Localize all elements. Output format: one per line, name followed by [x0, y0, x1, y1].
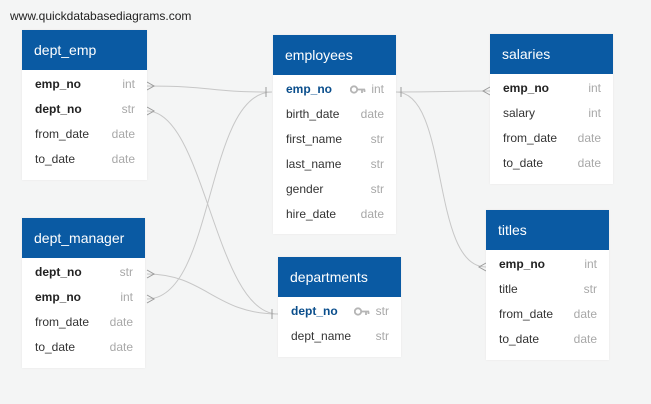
field-name: emp_no [286, 82, 333, 96]
table-title[interactable]: dept_emp [22, 30, 147, 70]
field-row[interactable]: salary int [490, 101, 613, 126]
link-dept-emp-employees [146, 85, 273, 93]
field-row[interactable]: dept_no str [278, 299, 401, 324]
field-name: last_name [286, 157, 342, 171]
field-type: date [360, 107, 384, 121]
field-type: str [375, 329, 389, 343]
field-type: date [573, 332, 597, 346]
field-row[interactable]: emp_no int [22, 285, 145, 310]
field-name: dept_no [35, 102, 82, 116]
field-name: emp_no [35, 77, 82, 91]
field-name: title [499, 282, 518, 296]
field-row[interactable]: dept_no str [22, 97, 147, 122]
crowfoot-dept-manager-dept [146, 269, 156, 279]
field-row[interactable]: from_date date [22, 122, 147, 147]
field-row[interactable]: dept_name str [278, 324, 401, 349]
field-name: from_date [35, 127, 90, 141]
field-row[interactable]: to_date date [490, 151, 613, 176]
field-name: to_date [499, 332, 540, 346]
field-row[interactable]: emp_no int [22, 72, 147, 97]
field-type: date [111, 152, 135, 166]
field-type: int [122, 77, 135, 91]
field-type: str [119, 265, 133, 279]
field-name: from_date [499, 307, 554, 321]
link-titles-employees [395, 91, 487, 268]
crowfoot-titles [477, 262, 487, 272]
field-name: birth_date [286, 107, 340, 121]
field-name: from_date [35, 315, 90, 329]
link-dept-manager-departments [146, 273, 279, 315]
field-row[interactable]: from_date date [486, 302, 609, 327]
field-name: emp_no [503, 81, 550, 95]
field-row[interactable]: to_date date [22, 335, 145, 360]
field-row[interactable]: from_date date [490, 126, 613, 151]
field-name: emp_no [499, 257, 546, 271]
watermark-text: www.quickdatabasediagrams.com [10, 9, 192, 23]
field-type: str [370, 132, 384, 146]
field-name: first_name [286, 132, 343, 146]
field-type: str [375, 304, 389, 318]
field-name: dept_no [35, 265, 82, 279]
field-name: salary [503, 106, 536, 120]
link-dept-emp-departments [146, 110, 279, 315]
crowfoot-dept-emp-emp [146, 81, 156, 91]
field-name: gender [286, 182, 324, 196]
field-name: emp_no [35, 290, 82, 304]
field-type: date [577, 131, 601, 145]
field-type: int [120, 290, 133, 304]
crowfoot-dept-manager-emp [146, 294, 156, 304]
field-type: date [577, 156, 601, 170]
field-row[interactable]: birth_date date [273, 102, 396, 127]
field-type: str [370, 182, 384, 196]
table-title[interactable]: employees [273, 35, 396, 75]
table-dept-manager[interactable]: dept_manager dept_no str emp_no int from_d… [22, 218, 145, 368]
field-name: to_date [35, 340, 76, 354]
field-row[interactable]: to_date date [22, 147, 147, 172]
table-departments[interactable]: departments dept_no str dept_name str [278, 257, 401, 357]
field-row[interactable]: dept_no str [22, 260, 145, 285]
field-type: date [111, 127, 135, 141]
field-row[interactable]: emp_no int [273, 77, 396, 102]
field-row[interactable]: from_date date [22, 310, 145, 335]
crowfoot-dept-emp-dept [146, 106, 156, 116]
field-type: date [109, 315, 133, 329]
crowfoot-salaries [481, 86, 491, 96]
field-type: int [588, 106, 601, 120]
table-title[interactable]: titles [486, 210, 609, 250]
field-row[interactable]: last_name str [273, 152, 396, 177]
field-row[interactable]: first_name str [273, 127, 396, 152]
field-type: date [109, 340, 133, 354]
field-type: date [360, 207, 384, 221]
link-salaries-employees [395, 90, 491, 93]
field-type: int [371, 82, 384, 96]
field-type: date [573, 307, 597, 321]
field-type: str [121, 102, 135, 116]
field-type: int [584, 257, 597, 271]
field-row[interactable]: emp_no int [490, 76, 613, 101]
field-name: from_date [503, 131, 558, 145]
field-type: int [588, 81, 601, 95]
field-type: str [370, 157, 384, 171]
field-type: str [583, 282, 597, 296]
field-row[interactable]: to_date date [486, 327, 609, 352]
table-title[interactable]: departments [278, 257, 401, 297]
field-name: hire_date [286, 207, 337, 221]
field-row[interactable]: title str [486, 277, 609, 302]
field-name: to_date [503, 156, 544, 170]
field-name: dept_name [291, 329, 352, 343]
field-name: to_date [35, 152, 76, 166]
table-title[interactable]: salaries [490, 34, 613, 74]
field-row[interactable]: emp_no int [486, 252, 609, 277]
field-row[interactable]: gender str [273, 177, 396, 202]
table-title[interactable]: dept_manager [22, 218, 145, 258]
key-icon [350, 85, 366, 94]
field-row[interactable]: hire_date date [273, 202, 396, 227]
field-name: dept_no [291, 304, 338, 318]
link-dept-manager-employees [146, 91, 273, 300]
key-icon [354, 307, 370, 316]
